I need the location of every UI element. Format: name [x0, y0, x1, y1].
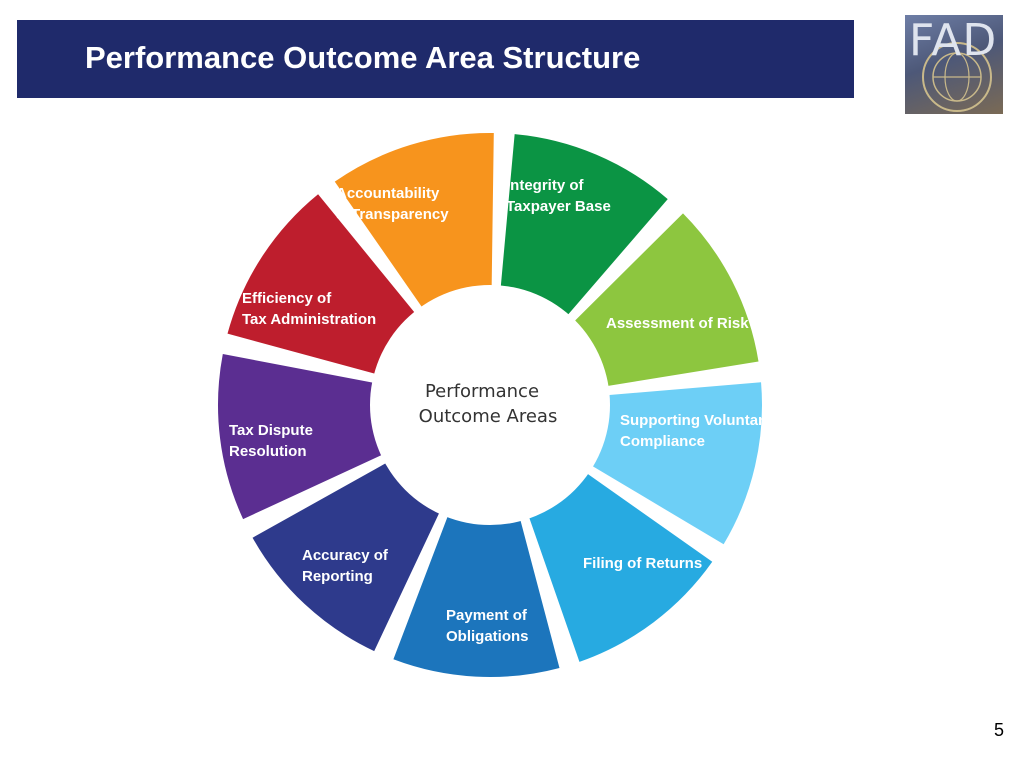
- segment-label-filing-line-1: Filing of Returns: [583, 555, 702, 572]
- wheel-center: [370, 285, 610, 525]
- center-label-line-1: Performance: [425, 381, 539, 402]
- center-label-line-2: Outcome Areas: [419, 406, 558, 427]
- segment-label-integrity-line-1: Integrity of: [506, 177, 585, 194]
- title-bar: Performance Outcome Area Structure: [17, 20, 854, 98]
- segment-label-payment-line-1: Payment of: [446, 607, 528, 624]
- segment-label-voluntary-line-2: Compliance: [620, 433, 705, 450]
- globe-emblem-icon: [922, 42, 992, 112]
- slide-title: Performance Outcome Area Structure: [85, 40, 641, 75]
- segment-risk: [553, 213, 759, 391]
- fad-logo: FAD: [905, 15, 1003, 114]
- segment-dispute: [217, 354, 409, 520]
- segment-label-voluntary-line-1: Supporting Voluntary: [620, 412, 773, 429]
- segment-label-risk-line-1: Assessment of Risk: [606, 315, 749, 332]
- segment-efficiency: [227, 194, 434, 382]
- segment-payment: [393, 489, 560, 677]
- segment-label-efficiency-line-2: Tax Administration: [242, 311, 376, 328]
- segment-filing: [519, 456, 713, 662]
- segment-label-accuracy-line-2: Reporting: [302, 568, 373, 585]
- segment-label-accountability-line-2: & Transparency: [336, 206, 449, 223]
- page-number: 5: [994, 720, 1005, 740]
- segment-label-accountability-line-1: Accountability: [336, 185, 440, 202]
- segment-label-accuracy-line-1: Accuracy of: [302, 547, 389, 564]
- segment-integrity: [498, 134, 668, 337]
- segment-label-integrity-line-2: Taxpayer Base: [506, 198, 611, 215]
- logo-text: FAD: [909, 15, 998, 66]
- segment-accuracy: [252, 448, 452, 652]
- segment-label-efficiency-line-1: Efficiency of: [242, 290, 332, 307]
- segment-label-payment-line-2: Obligations: [446, 628, 529, 645]
- segment-label-dispute-line-1: Tax Dispute: [229, 422, 313, 439]
- segment-voluntary: [567, 382, 762, 545]
- segment-accountability: [334, 133, 494, 332]
- segment-label-dispute-line-2: Resolution: [229, 443, 307, 460]
